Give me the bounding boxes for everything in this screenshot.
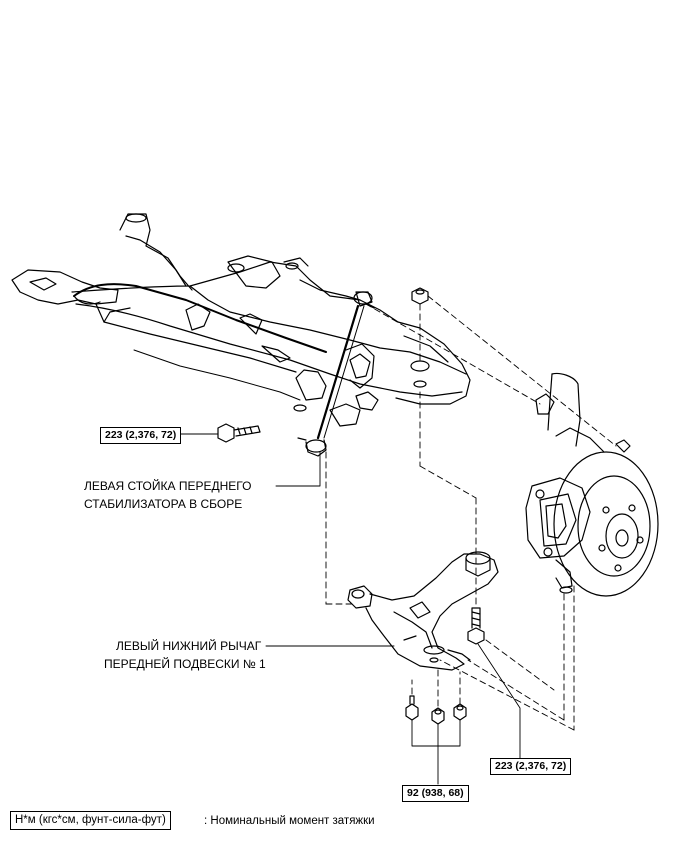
legend-units-box: Н*м (кгс*см, фунт-сила-фут) (10, 811, 171, 830)
lower-arm (347, 551, 499, 671)
upper-nut (411, 287, 429, 305)
assembly-dashed-lines (325, 295, 617, 731)
stabilizer-link-label-line1: ЛЕВАЯ СТОЙКА ПЕРЕДНЕГО (84, 479, 252, 493)
bottom-fasteners (405, 695, 467, 725)
front-bolt (217, 423, 261, 443)
leader-lines (179, 433, 521, 785)
stabilizer-link (297, 291, 375, 457)
lower-arm-label-line1: ЛЕВЫЙ НИЖНИЙ РЫЧАГ (116, 639, 262, 653)
torque-label-nuts: 92 (938, 68) (402, 785, 469, 802)
legend-description: : Номинальный момент затяжки (204, 815, 375, 827)
torque-label-front-bolt: 223 (2,376, 72) (100, 427, 182, 444)
lower-arm-label-line2: ПЕРЕДНЕЙ ПОДВЕСКИ № 1 (104, 657, 266, 671)
crossmember (11, 213, 471, 427)
torque-label-rear-bolt: 223 (2,376, 72) (490, 758, 572, 775)
rear-bolt (467, 607, 485, 645)
stabilizer-link-label-line2: СТАБИЛИЗАТОРА В СБОРЕ (84, 497, 243, 511)
steering-knuckle (525, 372, 659, 597)
